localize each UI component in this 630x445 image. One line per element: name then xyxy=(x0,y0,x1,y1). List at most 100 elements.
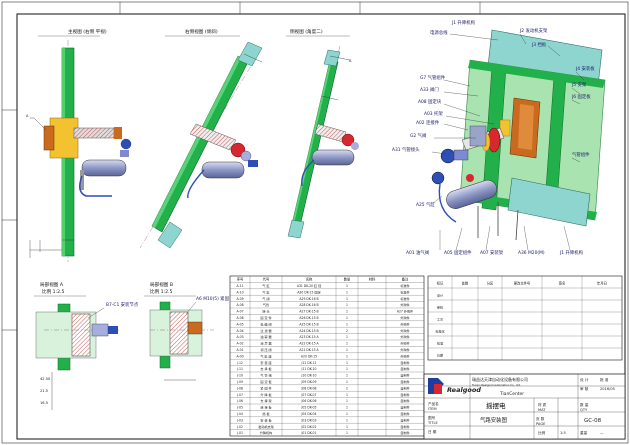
bom-cell: 油 雾 器 xyxy=(260,334,271,339)
part-name: 摇摆电 xyxy=(486,401,506,410)
svg-text:—: — xyxy=(600,431,604,435)
bom-cell: 固 定 件 xyxy=(260,315,271,320)
bom-cell: J-06 xyxy=(236,399,243,403)
svg-text:A: A xyxy=(349,59,352,63)
zone-ticks xyxy=(2,2,481,331)
bom-cell: A-06 xyxy=(236,316,243,320)
bom-cell: 1 xyxy=(346,399,348,403)
detail-b: 局部视图 B 比例 1:2.5 xyxy=(144,281,214,381)
bom-cell: J-04 xyxy=(236,412,243,416)
rev-header-cell: 签名 xyxy=(559,281,566,286)
bom-cell: A29 DK-16 B xyxy=(299,297,318,301)
svg-text:A08 固定块: A08 固定块 xyxy=(418,98,442,105)
bom-cell: J-01 xyxy=(236,431,243,435)
revision-table: 标记处数分区更改文件号签名年月日设计审核工艺标准化批准日期 xyxy=(427,275,623,361)
rev-cell: 日期 xyxy=(437,353,443,358)
bom-cell: A25 DK-15 B xyxy=(299,322,318,326)
rev-header-cell: 分区 xyxy=(487,281,494,286)
svg-text:A: A xyxy=(26,114,29,118)
bom-cell: J-09 xyxy=(236,380,243,384)
bom-cell: 1 xyxy=(346,322,348,326)
detail-a: 局部视图 A 比例 1:2.5 42.50 21.5 16.5 xyxy=(34,281,120,410)
svg-text:A02 连接件: A02 连接件 xyxy=(416,119,440,126)
bom-cell: 1 xyxy=(346,431,348,435)
bom-cell: 1 xyxy=(346,425,348,429)
bom-cell: A28 DK-16 B xyxy=(299,303,318,307)
svg-text:J3 挡板: J3 挡板 xyxy=(531,41,547,48)
bom-cell: 自制件 xyxy=(400,405,409,410)
isometric-view xyxy=(431,29,606,241)
bom-header-cell: 序号 xyxy=(237,277,244,282)
svg-text:TITLE: TITLE xyxy=(427,421,438,425)
rev-cell: 设计 xyxy=(437,293,443,298)
svg-text:2016/05: 2016/05 xyxy=(600,387,615,391)
rev-header-cell: 标记 xyxy=(437,281,444,286)
svg-text:局部视图 B: 局部视图 B xyxy=(150,281,173,288)
svg-text:产品名: 产品名 xyxy=(428,401,439,406)
inner-border xyxy=(16,13,626,440)
svg-text:日 期: 日 期 xyxy=(428,429,437,434)
rev-header-cell: 更改文件号 xyxy=(514,281,531,286)
bom-cell: 发动机支架 xyxy=(258,424,273,429)
svg-text:材 质: 材 质 xyxy=(538,402,547,407)
bom-cell: 1 xyxy=(346,361,348,365)
bom-cell: 连 接 板 xyxy=(260,405,271,410)
svg-text:Realgood: Realgood xyxy=(447,386,481,394)
bom-cell: 安 装 板 xyxy=(260,417,271,422)
bom-cell: J09 DK-09 xyxy=(301,380,317,384)
svg-text:A31 气管接头: A31 气管接头 xyxy=(392,146,420,153)
bom-cell: 标准件 xyxy=(400,296,409,301)
svg-text:A36 M20(M): A36 M20(M) xyxy=(518,250,545,256)
rev-cell: 标准化 xyxy=(435,329,444,334)
svg-text:A07 安装架: A07 安装架 xyxy=(480,249,504,256)
bom-cell: 1 xyxy=(346,297,348,301)
iso-bottom-plate xyxy=(507,177,591,227)
svg-text:比例: 比例 xyxy=(538,430,546,435)
bom-cell: 自制件 xyxy=(400,424,409,429)
bom-cell: A-10 xyxy=(236,290,243,294)
bom-cell: 气 缸 xyxy=(262,289,269,294)
bom-cell: J01 DK-01 xyxy=(301,431,317,435)
svg-text:QTY: QTY xyxy=(580,408,588,412)
bom-cell: 1 xyxy=(346,310,348,314)
bom-cell: A-11 xyxy=(236,284,243,288)
bom-cell: 外购件 xyxy=(400,341,409,346)
bom-cell: J-10 xyxy=(236,374,243,378)
bom-cell: 1 xyxy=(346,354,348,358)
right-view: 右侧视图 (倾斜) xyxy=(139,28,263,249)
svg-text:重量: 重量 xyxy=(580,430,588,435)
bom-cell: A26 DK-15 B xyxy=(299,316,318,320)
svg-text:J6 固定板: J6 固定板 xyxy=(571,93,591,100)
svg-text:A05 固定组件: A05 固定组件 xyxy=(444,249,472,256)
bom-cell: 自制件 xyxy=(400,366,409,371)
bom-cell: 接 头 xyxy=(262,309,269,314)
bom-cell: A-04 xyxy=(236,329,243,333)
bom-cell: 1 xyxy=(346,412,348,416)
bom-cell: 1 xyxy=(346,380,348,384)
bom-cell: A-00 xyxy=(236,354,243,358)
svg-text:批 准: 批 准 xyxy=(600,377,609,382)
bom-cell: J12 DK-12 xyxy=(301,361,317,365)
bom-cell: A-03 xyxy=(236,335,243,339)
bom-cell: 自制件 xyxy=(400,385,409,390)
air-tank-3 xyxy=(311,149,355,166)
bom-cell: 自制件 xyxy=(400,392,409,397)
svg-text:A03 托架: A03 托架 xyxy=(424,110,443,117)
svg-text:页 数: 页 数 xyxy=(536,416,545,421)
bom-cell: 1 xyxy=(346,290,348,294)
bom-cell: J04 DK-04 xyxy=(301,412,317,416)
bom-cell: 自制件 xyxy=(400,430,409,435)
bom-cell: 升降机构 xyxy=(260,430,272,435)
bom-header-cell: 名称 xyxy=(306,277,313,282)
bom-cell: 气 缸 座 xyxy=(260,353,271,358)
svg-text:比例 1:2.5: 比例 1:2.5 xyxy=(150,288,173,295)
bom-cell: A24 DK-15 B xyxy=(299,329,318,333)
bom-cell: J05 DK-05 xyxy=(301,406,317,410)
svg-text:16.5: 16.5 xyxy=(40,401,48,405)
svg-text:21.5: 21.5 xyxy=(40,389,48,393)
bom-cell: J02 DK-02 xyxy=(301,425,317,429)
svg-text:J2 发动机支架: J2 发动机支架 xyxy=(519,27,548,34)
bom-cell: 1 xyxy=(346,418,348,422)
bom-cell: A20 DK-15 xyxy=(301,354,317,358)
svg-text:A33 阀门: A33 阀门 xyxy=(420,86,439,93)
